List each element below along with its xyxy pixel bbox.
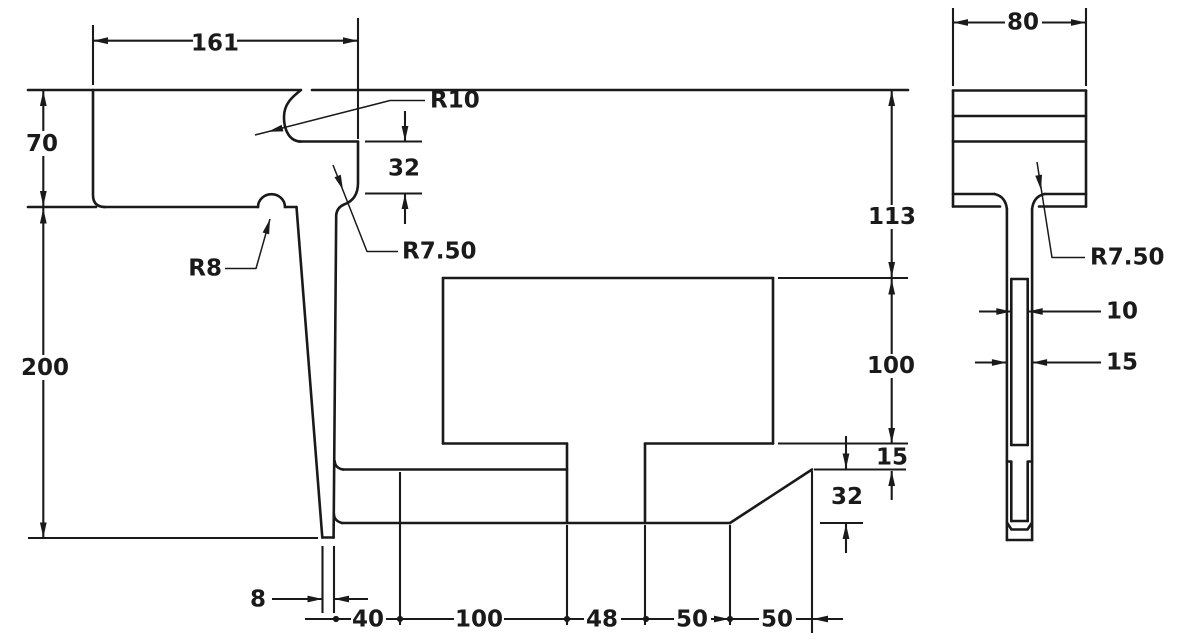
radius-label-r750-front: R7.50 bbox=[402, 239, 476, 265]
dim-label-side-width: 80 bbox=[1007, 10, 1039, 36]
dim-label-slot-width: 10 bbox=[1106, 299, 1138, 325]
arrowheads bbox=[39, 19, 1086, 623]
radius-label-r750-side: R7.50 bbox=[1090, 245, 1164, 271]
side-view-outline bbox=[951, 89, 1088, 542]
dim-label-web-width: 15 bbox=[1106, 350, 1138, 376]
label-backgrounds bbox=[21, 11, 1042, 631]
dim-label-chain-40: 40 bbox=[352, 607, 384, 633]
radius-label-r8: R8 bbox=[188, 256, 222, 282]
dim-label-chain-100: 100 bbox=[455, 607, 503, 633]
dim-label-chain-50b: 50 bbox=[761, 607, 793, 633]
front-view-outline bbox=[26, 88, 910, 539]
dim-label-cavity-height: 100 bbox=[867, 353, 915, 379]
dim-label-flange-height: 70 bbox=[26, 131, 58, 157]
radius-label-r10: R10 bbox=[430, 88, 480, 114]
dim-label-notch-depth: 32 bbox=[388, 156, 420, 182]
dim-label-web-tip: 8 bbox=[250, 587, 266, 613]
dim-label-chain-50a: 50 bbox=[676, 607, 708, 633]
dimension-dots bbox=[332, 615, 734, 623]
dim-label-chain-48: 48 bbox=[586, 607, 618, 633]
dim-label-top-width: 161 bbox=[191, 31, 239, 57]
leader-lines bbox=[225, 99, 1085, 270]
dim-label-upper-right-height: 113 bbox=[868, 204, 916, 230]
extension-lines bbox=[28, 8, 1088, 633]
dim-label-ledge-thickness: 15 bbox=[876, 445, 908, 471]
dimension-labels: 161 70 200 R10 32 R8 R7.50 113 100 15 32… bbox=[21, 10, 1164, 633]
dim-label-base-height: 32 bbox=[831, 484, 863, 510]
dim-label-overall-height: 200 bbox=[21, 355, 69, 381]
dimension-lines bbox=[42, 21, 1101, 621]
